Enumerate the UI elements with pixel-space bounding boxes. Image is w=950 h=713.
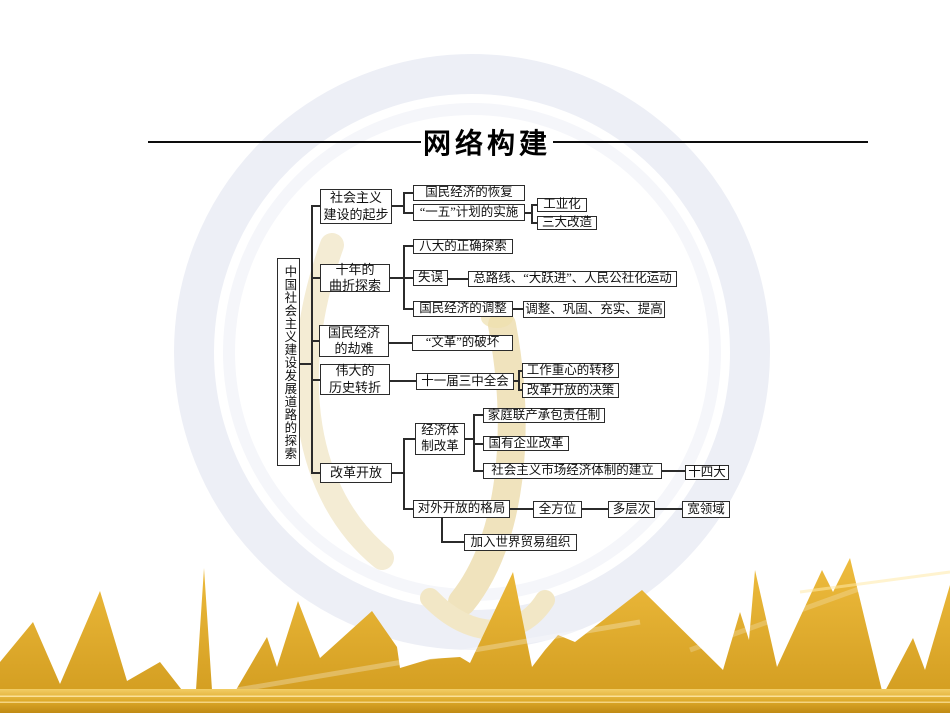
node-sanda-gaizao: 三大改造 <box>537 215 597 230</box>
connector-line <box>403 438 415 440</box>
node-sanzhong-quanhui: 十一届三中全会 <box>416 373 514 390</box>
connector-line <box>390 277 403 279</box>
title-bar: 网络构建 <box>148 124 868 160</box>
node-wenge-pohuai: “文革”的破坏 <box>412 335 513 351</box>
node-gongzuo-zhongxin: 工作重心的转移 <box>522 363 619 378</box>
connector-line <box>531 204 533 224</box>
node-jingji-tizhi-gaige: 经济体 制改革 <box>415 423 465 455</box>
connector-line <box>473 414 483 416</box>
connector-line <box>403 438 405 510</box>
connector-line <box>390 380 416 382</box>
connector-line <box>403 212 413 214</box>
node-root: 中国社会主义建设发展道路的探索 <box>277 258 300 466</box>
node-quanfangwei: 全方位 <box>533 501 582 518</box>
connector-line <box>403 277 413 279</box>
connector-line <box>448 278 468 280</box>
gold-band <box>0 689 950 713</box>
connector-line <box>392 205 403 207</box>
connector-trunk <box>299 363 312 365</box>
connector-line <box>662 470 685 472</box>
node-jienan: 国民经济 的劫难 <box>319 325 389 357</box>
watermark-curve-left <box>294 233 394 570</box>
connector-line <box>473 443 483 445</box>
connector-line <box>311 205 321 207</box>
connector-line <box>403 308 413 310</box>
node-duocengci: 多层次 <box>608 501 655 518</box>
connector-line <box>518 370 523 372</box>
connector-line <box>311 379 321 381</box>
node-jingji-tiaozheng: 国民经济的调整 <box>413 301 513 317</box>
node-kaifang-juece: 改革开放的决策 <box>522 383 619 398</box>
node-shisida: 十四大 <box>685 465 729 480</box>
title-rule-right <box>553 140 868 144</box>
connector-line <box>441 541 464 543</box>
connector-line <box>441 518 443 543</box>
node-jiating-lianchan: 家庭联产承包责任制 <box>483 408 605 423</box>
connector-line <box>473 470 483 472</box>
watermark-curve-center <box>448 311 526 616</box>
connector-line <box>531 222 537 224</box>
connector-line <box>531 204 537 206</box>
node-guoyou-qiye: 国有企业改革 <box>483 436 569 451</box>
light-streak <box>799 570 950 594</box>
node-qibu: 社会主义 建设的起步 <box>320 189 392 224</box>
band-streak <box>0 701 950 703</box>
node-gaige-kaifang: 改革开放 <box>320 463 392 483</box>
connector-line <box>518 389 523 391</box>
connector-line <box>514 380 519 382</box>
connector-line <box>513 308 523 310</box>
connector-line <box>392 472 404 474</box>
node-jiaru-wto: 加入世界贸易组织 <box>464 534 577 551</box>
band-streak <box>0 695 950 697</box>
connector-line <box>465 438 474 440</box>
connector-line <box>403 245 413 247</box>
connector-spine <box>311 205 313 474</box>
node-zongluxian: 总路线、“大跃进”、人民公社化运动 <box>468 271 677 287</box>
connector-line <box>655 508 682 510</box>
connector-line <box>311 277 321 279</box>
node-quzhe-tansuo: 十年的 曲折探索 <box>320 262 390 293</box>
node-kuanlingyu: 宽领域 <box>682 501 730 518</box>
connector-line <box>403 508 413 510</box>
node-gongyehua: 工业化 <box>537 197 587 212</box>
page-title: 网络构建 <box>423 129 552 160</box>
node-bada: 八大的正确探索 <box>413 239 513 254</box>
connector-line <box>403 192 405 214</box>
connector-line <box>403 192 413 194</box>
node-jingji-huifu: 国民经济的恢复 <box>413 185 525 201</box>
node-shichang-jingji: 社会主义市场经济体制的建立 <box>483 463 662 479</box>
node-shiwu: 失误 <box>413 270 448 286</box>
connector-line <box>582 508 608 510</box>
node-tiaozheng-bazi: 调整、巩固、充实、提高 <box>523 301 665 318</box>
node-yiwu-jihua: “一五”计划的实施 <box>413 204 525 221</box>
connector-line <box>518 370 520 391</box>
connector-line <box>525 212 532 214</box>
connector-line <box>510 508 533 510</box>
node-duiwai-kaifang: 对外开放的格局 <box>413 500 510 518</box>
connector-line <box>389 342 412 344</box>
mountain-silhouette <box>0 558 950 713</box>
connector-line <box>311 340 320 342</box>
light-streak <box>689 553 950 653</box>
title-rule-left <box>148 140 421 144</box>
node-lishi-zhuanzhe: 伟大的 历史转折 <box>320 363 390 395</box>
connector-line <box>311 472 321 474</box>
